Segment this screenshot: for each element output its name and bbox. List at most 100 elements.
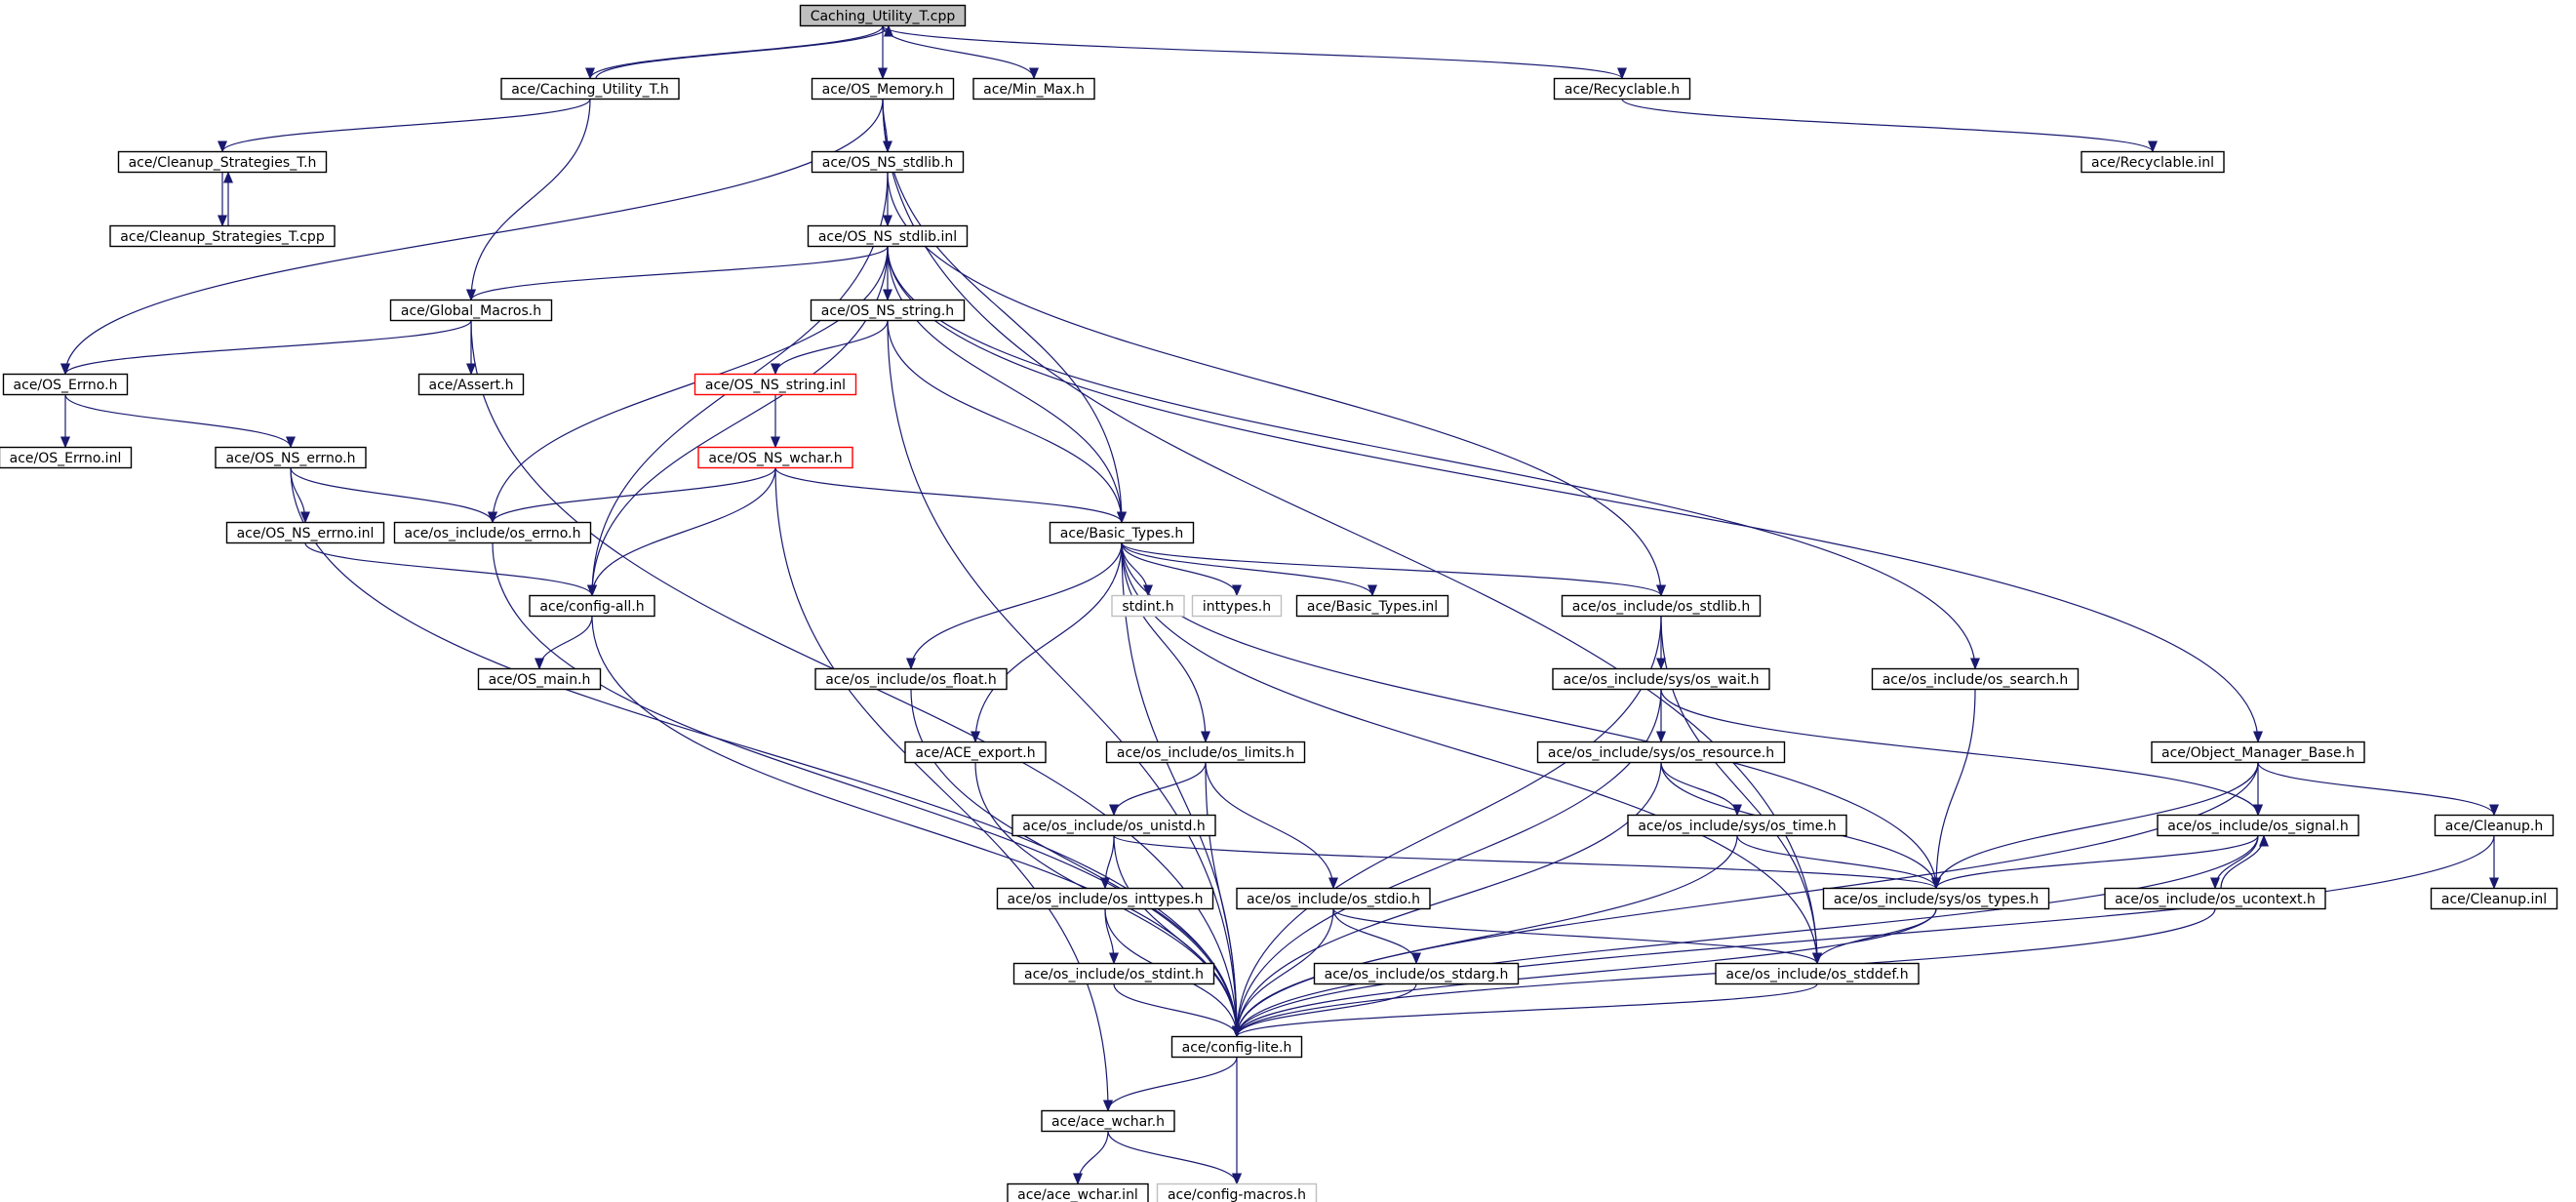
node-label: ace/Min_Max.h bbox=[983, 82, 1085, 98]
node-box bbox=[810, 299, 966, 322]
node-label: ace/Assert.h bbox=[429, 378, 514, 393]
node-box bbox=[1049, 521, 1195, 544]
node-sys-time[interactable]: ace/os_include/sys/os_time.h bbox=[1627, 814, 1847, 837]
node-osinc-errno[interactable]: ace/os_include/os_errno.h bbox=[393, 521, 592, 544]
edge-errno-h-to-nserrno-h bbox=[64, 394, 296, 449]
edge-ace-wchar-to-config-macros bbox=[1107, 1131, 1242, 1185]
node-os-stdlib[interactable]: ace/os_include/os_stdlib.h bbox=[1561, 594, 1762, 618]
edge-os-ucontext-to-os-signal bbox=[2220, 834, 2269, 889]
node-box bbox=[1627, 814, 1847, 837]
node-sys-types[interactable]: ace/os_include/sys/os_types.h bbox=[1822, 887, 2050, 910]
node-config-macros[interactable]: ace/config-macros.h bbox=[1156, 1182, 1318, 1202]
edge-wchar-h-to-config-all bbox=[587, 467, 776, 597]
node-os-ucontext[interactable]: ace/os_include/os_ucontext.h bbox=[2104, 887, 2326, 910]
node-ace-wchar-inl[interactable]: ace/ace_wchar.inl bbox=[1007, 1182, 1149, 1202]
node-box bbox=[2081, 150, 2225, 174]
edge-wchar-h-to-basic bbox=[774, 467, 1127, 524]
edge-nserrno-h-to-config-lite bbox=[290, 467, 1242, 1038]
node-os-main[interactable]: ace/OS_main.h bbox=[477, 667, 602, 691]
node-os-stddef[interactable]: ace/os_include/os_stddef.h bbox=[1715, 962, 1920, 985]
node-wchar-h[interactable]: ace/OS_NS_wchar.h bbox=[697, 446, 853, 469]
node-box bbox=[1313, 962, 1520, 985]
node-basic-inl[interactable]: ace/Basic_Types.inl bbox=[1295, 594, 1449, 618]
node-osmem[interactable]: ace/OS_Memory.h bbox=[811, 77, 955, 100]
edge-sys-resource-to-sys-time bbox=[1660, 762, 1742, 817]
node-ace-export[interactable]: ace/ACE_export.h bbox=[904, 741, 1047, 764]
node-minmax[interactable]: ace/Min_Max.h bbox=[972, 77, 1095, 100]
node-os-search[interactable]: ace/os_include/os_search.h bbox=[1871, 667, 2080, 691]
node-label: ace/os_include/os_limits.h bbox=[1117, 745, 1294, 761]
node-label: ace/OS_NS_stdlib.h bbox=[822, 155, 954, 171]
node-label: ace/OS_NS_errno.h bbox=[225, 451, 355, 466]
node-errno-h[interactable]: ace/OS_Errno.h bbox=[2, 373, 129, 396]
edge-os-stdarg-to-config-lite bbox=[1232, 983, 1417, 1038]
node-box bbox=[996, 887, 1214, 910]
node-objmgr[interactable]: ace/Object_Manager_Base.h bbox=[2151, 741, 2365, 764]
node-ace-wchar[interactable]: ace/ace_wchar.h bbox=[1041, 1109, 1175, 1133]
node-box bbox=[2157, 814, 2359, 837]
edge-basic-to-config-lite bbox=[1121, 542, 1242, 1038]
node-basic[interactable]: ace/Basic_Types.h bbox=[1049, 521, 1195, 544]
node-os-limits[interactable]: ace/os_include/os_limits.h bbox=[1105, 741, 1306, 764]
node-box bbox=[1236, 887, 1431, 910]
edge-stdlib-h-to-os-stdlib bbox=[887, 172, 1666, 597]
node-os-stdint[interactable]: ace/os_include/os_stdint.h bbox=[1012, 962, 1215, 985]
node-recyc-h[interactable]: ace/Recyclable.h bbox=[1553, 77, 1691, 100]
node-clean-cpp[interactable]: ace/Cleanup_Strategies_T.cpp bbox=[109, 224, 336, 248]
node-label: ace/OS_Errno.h bbox=[14, 378, 118, 393]
node-label: ace/ACE_export.h bbox=[915, 745, 1035, 761]
edge-stdlib-inl-to-basic bbox=[887, 246, 1127, 524]
node-inttypes[interactable]: inttypes.h bbox=[1191, 594, 1283, 618]
node-stdlib-inl[interactable]: ace/OS_NS_stdlib.inl bbox=[807, 224, 969, 248]
node-os-inttypes[interactable]: ace/os_include/os_inttypes.h bbox=[996, 887, 1214, 910]
node-label: ace/OS_Errno.inl bbox=[10, 451, 122, 466]
edge-os-stdio-to-os-stdarg bbox=[1332, 908, 1421, 965]
node-config-all[interactable]: ace/config-all.h bbox=[529, 594, 655, 618]
nodes-layer: Caching_Utility_T.cpp ace/Caching_Utility… bbox=[0, 4, 2558, 1202]
edge-wchar-h-to-ace-wchar bbox=[774, 467, 1113, 1112]
node-sys-wait[interactable]: ace/os_include/sys/os_wait.h bbox=[1552, 667, 1770, 691]
node-string-h[interactable]: ace/OS_NS_string.h bbox=[810, 299, 966, 322]
edge-basic-to-os-stdlib bbox=[1121, 541, 1666, 597]
edge-stdlib-inl-to-os-search bbox=[887, 246, 1980, 670]
node-label: ace/os_include/os_stdarg.h bbox=[1325, 967, 1509, 982]
node-sys-resource[interactable]: ace/os_include/sys/os_resource.h bbox=[1536, 741, 1786, 764]
edge-config-lite-to-ace-wchar bbox=[1103, 1057, 1238, 1112]
node-label: ace/config-lite.h bbox=[1182, 1040, 1292, 1056]
node-box bbox=[1553, 77, 1691, 100]
edge-globmac-to-errno-h bbox=[60, 320, 472, 376]
node-cleanup-inl[interactable]: ace/Cleanup.inl bbox=[2430, 887, 2558, 910]
node-errno-inl[interactable]: ace/OS_Errno.inl bbox=[0, 446, 133, 469]
node-stdint[interactable]: stdint.h bbox=[1111, 594, 1185, 618]
node-label: ace/Caching_Utility_T.h bbox=[511, 82, 669, 98]
node-cut-h[interactable]: ace/Caching_Utility_T.h bbox=[500, 77, 680, 100]
node-stdlib-h[interactable]: ace/OS_NS_stdlib.h bbox=[811, 150, 965, 174]
node-clean-h[interactable]: ace/Cleanup_Strategies_T.h bbox=[117, 150, 328, 174]
node-os-unistd[interactable]: ace/os_include/os_unistd.h bbox=[1011, 814, 1216, 837]
node-os-float[interactable]: ace/os_include/os_float.h bbox=[814, 667, 1008, 691]
edge-basic-to-basic-inl bbox=[1121, 542, 1377, 597]
node-nserrno-h[interactable]: ace/OS_NS_errno.h bbox=[215, 446, 367, 469]
node-root[interactable]: Caching_Utility_T.cpp bbox=[799, 4, 967, 27]
edge-osinc-errno-to-config-lite bbox=[492, 542, 1242, 1038]
node-box bbox=[697, 446, 853, 469]
node-os-signal[interactable]: ace/os_include/os_signal.h bbox=[2157, 814, 2359, 837]
edge-sys-wait-to-os-signal bbox=[1660, 689, 2263, 817]
node-os-stdio[interactable]: ace/os_include/os_stdio.h bbox=[1236, 887, 1431, 910]
node-string-inl[interactable]: ace/OS_NS_string.inl bbox=[694, 373, 857, 396]
node-box bbox=[117, 150, 328, 174]
edge-nserrno-inl-to-config-all bbox=[304, 542, 597, 597]
node-cleanup-h[interactable]: ace/Cleanup.h bbox=[2434, 814, 2555, 837]
node-nserrno-inl[interactable]: ace/OS_NS_errno.inl bbox=[225, 521, 385, 544]
node-assert[interactable]: ace/Assert.h bbox=[417, 373, 525, 396]
node-label: ace/Cleanup.inl bbox=[2441, 892, 2547, 907]
node-label: ace/os_include/sys/os_resource.h bbox=[1548, 745, 1774, 761]
node-os-stdarg[interactable]: ace/os_include/os_stdarg.h bbox=[1313, 962, 1520, 985]
edge-basic-to-os-float bbox=[906, 542, 1123, 670]
node-recyc-inl[interactable]: ace/Recyclable.inl bbox=[2081, 150, 2225, 174]
node-label: ace/os_include/os_ucontext.h bbox=[2115, 892, 2316, 907]
node-config-lite[interactable]: ace/config-lite.h bbox=[1170, 1035, 1303, 1059]
node-box bbox=[1536, 741, 1786, 764]
node-label: ace/Basic_Types.inl bbox=[1307, 599, 1438, 615]
node-globmac[interactable]: ace/Global_Macros.h bbox=[389, 299, 553, 322]
